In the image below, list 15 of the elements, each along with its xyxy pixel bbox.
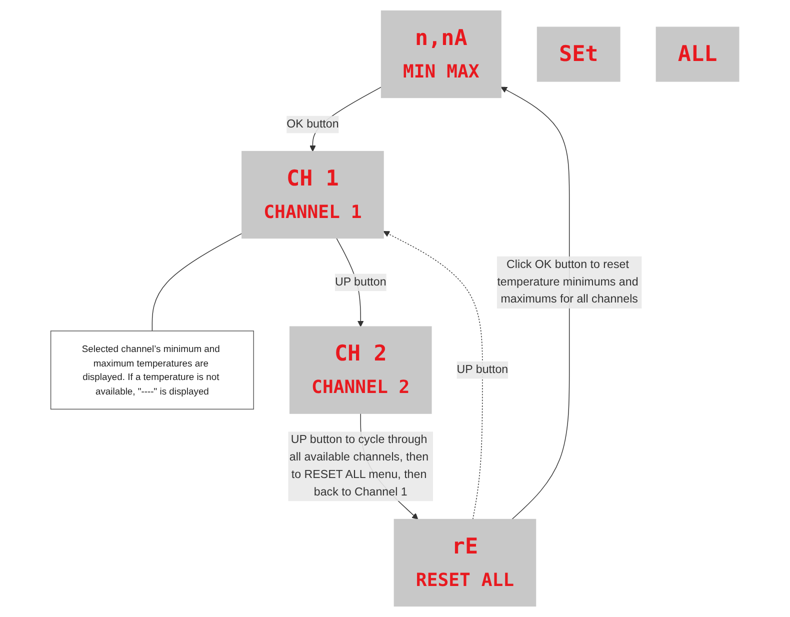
node-box: rE RESET ALL: [394, 518, 536, 607]
node-box: CH 2 CHANNEL 2: [290, 326, 432, 414]
edge-label: UP button: [456, 364, 508, 376]
edge-label: UP button: [335, 276, 386, 288]
edge-label: OK button: [286, 118, 339, 130]
arrow: [383, 231, 483, 520]
edge-label: UP button to cycle through all available channels, then to RESET ALL menu, then back to Channel 1: [290, 434, 429, 498]
node-box: CH 1 CHANNEL 1: [242, 150, 384, 239]
node-box: ALL: [656, 26, 740, 82]
node-box: n,nA MIN MAX: [381, 10, 502, 98]
arrow: [500, 86, 570, 520]
edge-label: Click OK button to reset temperature minimums and maximums for all channels: [497, 258, 638, 306]
node-box: Selected channel’s minimum and maximum temperatures are displayed. If a temperature is not available, "----" is displayed: [50, 330, 254, 410]
node-box: SEt: [537, 26, 620, 82]
connector: [152, 233, 242, 332]
